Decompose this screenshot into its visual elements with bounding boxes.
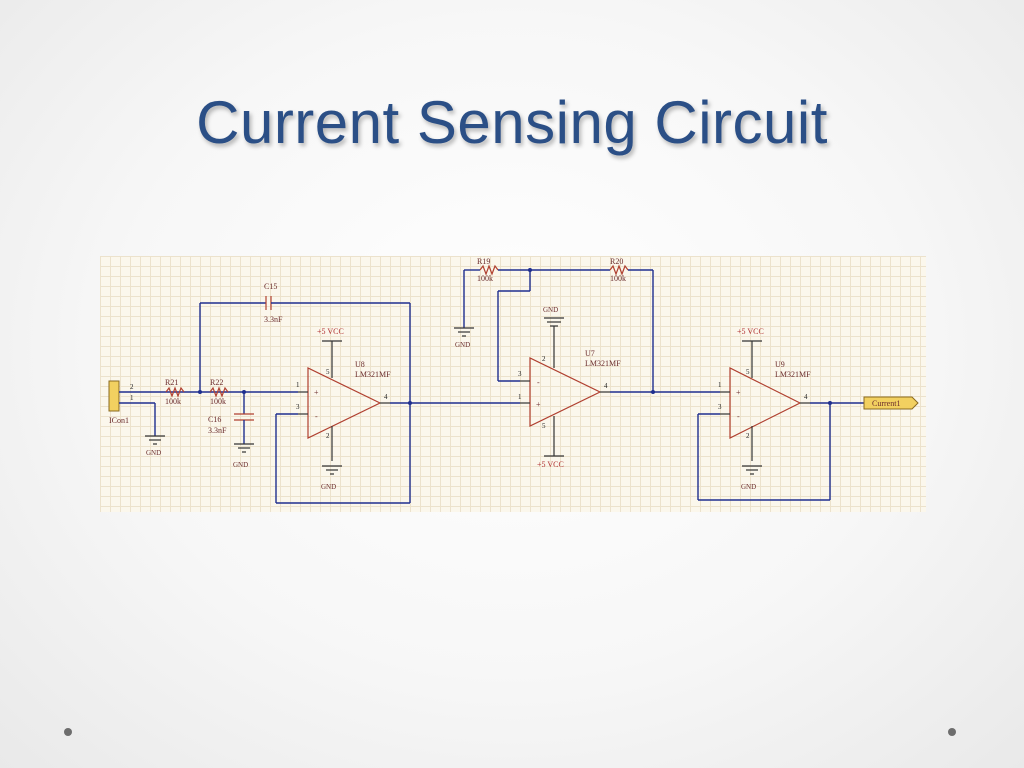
schematic-drawing: 2 1 ICon1 GND R21 100k C15 3.3nF R22 100… xyxy=(108,257,919,504)
c15-ref: C15 xyxy=(264,282,277,291)
u7-vcc: +5 VCC xyxy=(537,460,564,469)
u9-pin5: 5 xyxy=(746,368,750,376)
u8-minus: - xyxy=(315,412,318,421)
r20-ref: R20 xyxy=(610,257,623,266)
opamp-u9: + - 1 3 4 5 2 U9 LM321MF +5 VCC GND xyxy=(718,327,811,491)
u7-ref: U7 xyxy=(585,349,595,358)
u9-pin2: 2 xyxy=(746,432,750,440)
u7-pin1: 1 xyxy=(518,393,522,401)
u8-vcc: +5 VCC xyxy=(317,327,344,336)
slide-title: Current Sensing Circuit xyxy=(196,89,828,156)
c16-ref: C16 xyxy=(208,415,221,424)
gnd-symbol-r19: GND xyxy=(454,327,474,349)
output-port-current1: Current1 xyxy=(863,396,919,410)
u9-part: LM321MF xyxy=(775,370,811,379)
connector-ref: ICon1 xyxy=(109,416,129,425)
gnd-label: GND xyxy=(543,306,558,314)
u7-part: LM321MF xyxy=(585,359,621,368)
gnd-label: GND xyxy=(233,461,248,469)
output-port-label: Current1 xyxy=(872,399,900,408)
c16-value: 3.3nF xyxy=(208,426,227,435)
u8-plus: + xyxy=(314,388,319,397)
gnd-label: GND xyxy=(146,449,161,457)
u8-pin5: 5 xyxy=(326,368,330,376)
u8-ref: U8 xyxy=(355,360,365,369)
gnd-label: GND xyxy=(741,483,756,491)
connector-pin-2: 2 xyxy=(130,383,134,391)
r19-ref: R19 xyxy=(477,257,490,266)
u8-pin1: 1 xyxy=(296,381,300,389)
opamp-u8: + - 1 3 4 5 2 U8 LM321MF +5 VCC GND xyxy=(296,327,391,491)
gnd-symbol-c16: GND xyxy=(233,443,254,469)
opamp-u7: - + 3 1 4 2 5 U7 LM321MF GND +5 VCC xyxy=(518,306,621,469)
capacitor-c15: C15 3.3nF xyxy=(199,282,410,392)
gnd-symbol-u7: GND xyxy=(543,306,564,327)
r20-value: 100k xyxy=(610,274,626,283)
u9-minus: - xyxy=(737,412,740,421)
r21-value: 100k xyxy=(165,397,181,406)
circuit-schematic: 2 1 ICon1 GND R21 100k C15 3.3nF R22 100… xyxy=(100,256,926,512)
u8-pin3: 3 xyxy=(296,403,300,411)
connector-icon1: 2 1 ICon1 GND xyxy=(108,380,200,457)
gnd-symbol-u8: GND xyxy=(321,465,342,491)
resistor-r20: R20 100k xyxy=(530,257,654,392)
r22-value: 100k xyxy=(210,397,226,406)
gnd-symbol-u9: GND xyxy=(741,465,762,491)
resistor-r21: R21 100k xyxy=(165,378,185,406)
u9-plus: + xyxy=(736,388,741,397)
c15-value: 3.3nF xyxy=(264,315,283,324)
corner-dot-right xyxy=(948,728,956,736)
u8-pin4: 4 xyxy=(384,393,388,401)
gnd-label: GND xyxy=(321,483,336,491)
u9-pin1: 1 xyxy=(718,381,722,389)
r19-value: 100k xyxy=(477,274,493,283)
u8-pin2: 2 xyxy=(326,432,330,440)
r22-ref: R22 xyxy=(210,378,223,387)
gnd-symbol-connector: GND xyxy=(145,435,165,457)
u7-pin2: 2 xyxy=(542,355,546,363)
u7-pin3: 3 xyxy=(518,370,522,378)
u9-ref: U9 xyxy=(775,360,785,369)
u9-vcc: +5 VCC xyxy=(737,327,764,336)
gnd-label: GND xyxy=(455,341,470,349)
resistor-r19: R19 100k GND xyxy=(454,257,530,349)
u9-pin4: 4 xyxy=(804,393,808,401)
u7-pin5: 5 xyxy=(542,422,546,430)
u7-minus: - xyxy=(537,378,540,387)
u8-part: LM321MF xyxy=(355,370,391,379)
u7-pin4: 4 xyxy=(604,382,608,390)
connector-pin-1: 1 xyxy=(130,394,134,402)
resistor-r22: R22 100k xyxy=(209,378,229,406)
u7-plus: + xyxy=(536,400,541,409)
corner-dot-left xyxy=(64,728,72,736)
r21-ref: R21 xyxy=(165,378,178,387)
u9-pin3: 3 xyxy=(718,403,722,411)
capacitor-c16: C16 3.3nF GND xyxy=(208,392,254,469)
